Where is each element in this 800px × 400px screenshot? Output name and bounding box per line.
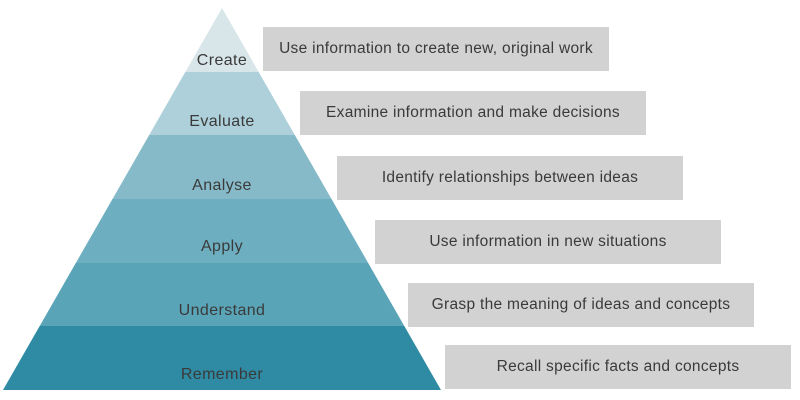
description-box-analyse: Identify relationships between ideas [337, 156, 683, 200]
description-text-remember: Recall specific facts and concepts [496, 358, 740, 375]
level-label-create: Create [196, 52, 248, 69]
description-text-apply: Use information in new situations [429, 233, 667, 250]
description-box-understand: Grasp the meaning of ideas and concepts [408, 283, 754, 327]
description-text-evaluate: Examine information and make decisions [326, 104, 620, 121]
level-label-apply: Apply [200, 238, 244, 255]
description-box-apply: Use information in new situations [375, 220, 721, 264]
description-box-remember: Recall specific facts and concepts [445, 345, 791, 389]
level-label-remember: Remember [180, 366, 264, 383]
description-text-understand: Grasp the meaning of ideas and concepts [431, 296, 731, 313]
pyramid-level-understand-shape [3, 262, 441, 327]
description-box-evaluate: Examine information and make decisions [300, 91, 646, 135]
description-text-create: Use information to create new, original … [279, 40, 593, 57]
description-box-create: Use information to create new, original … [263, 27, 609, 71]
level-label-analyse: Analyse [192, 177, 252, 194]
pyramid-level-remember-shape [3, 326, 441, 390]
level-label-understand: Understand [178, 302, 266, 319]
description-text-analyse: Identify relationships between ideas [381, 169, 639, 186]
level-label-evaluate: Evaluate [189, 113, 255, 130]
